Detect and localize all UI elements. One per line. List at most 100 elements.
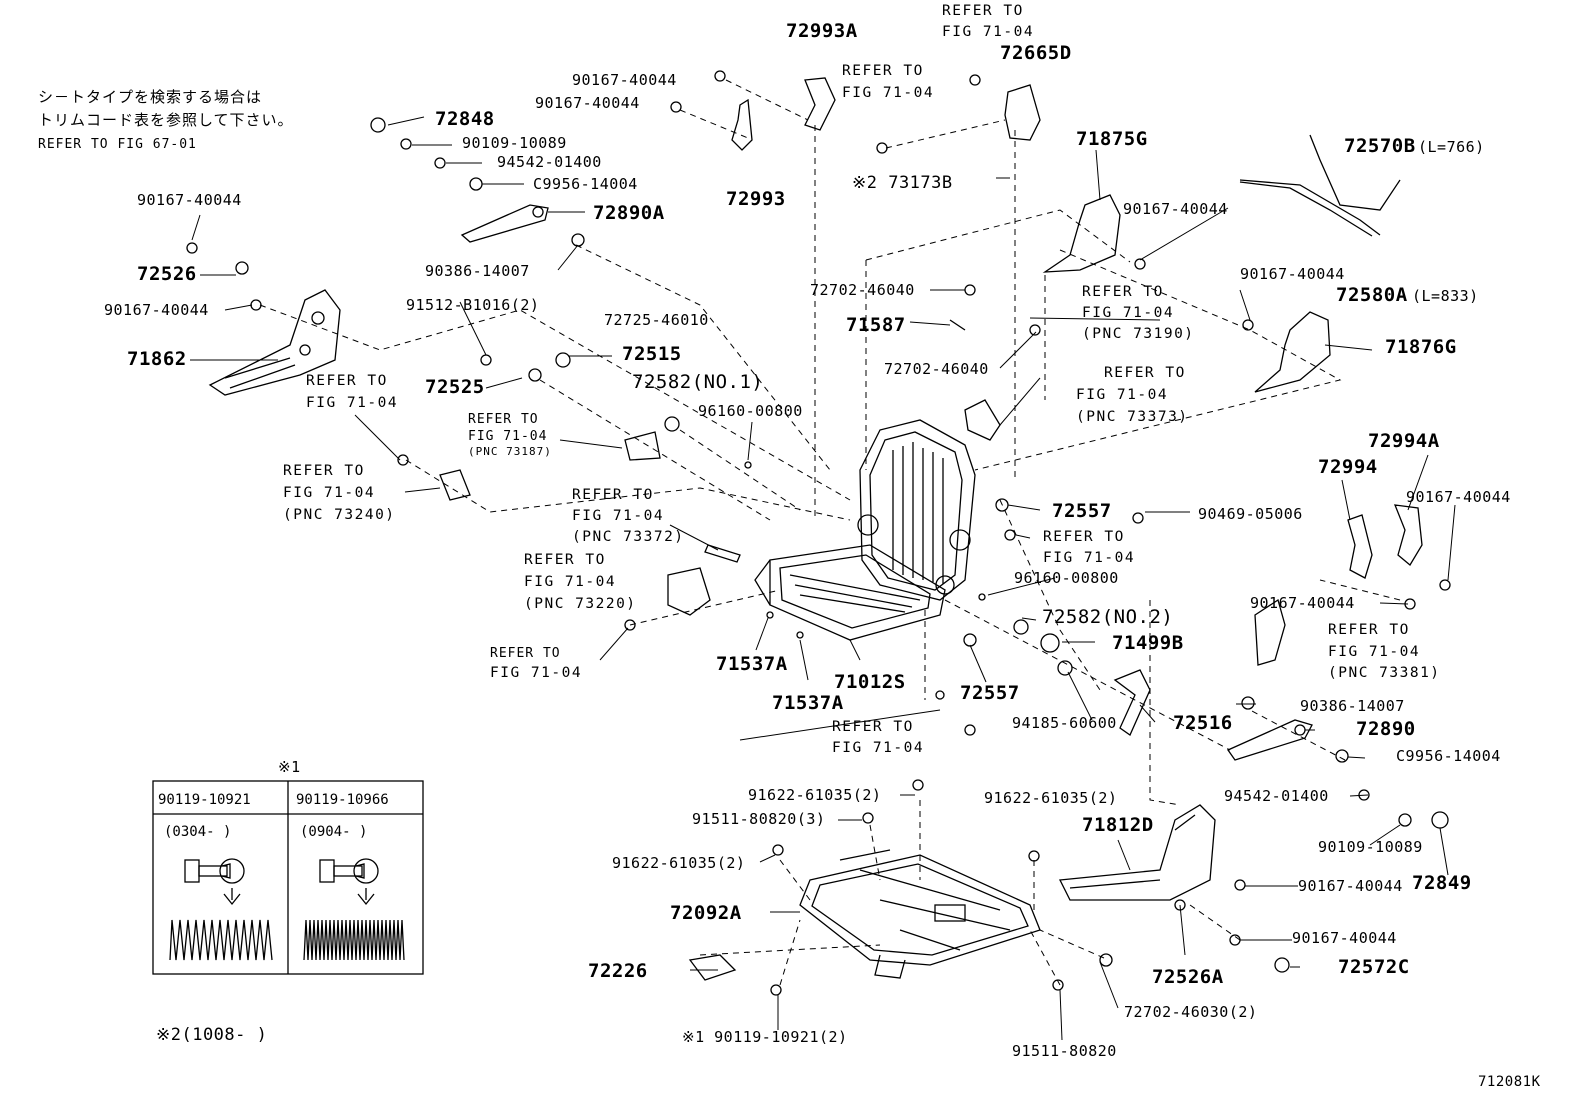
refer-label[interactable]: (PNC 73240)	[283, 507, 396, 523]
part-label[interactable]: 72580A	[1336, 284, 1408, 306]
refer-label[interactable]: REFER TO	[524, 552, 606, 568]
part-label[interactable]: 72890	[1356, 718, 1416, 740]
refer-label[interactable]: FIG 71-04	[490, 665, 583, 681]
part-label[interactable]: 94542-01400	[497, 153, 602, 171]
part-label[interactable]: 72516	[1173, 712, 1233, 734]
part-label[interactable]: 90386-14007	[1300, 697, 1405, 715]
part-label[interactable]: 71875G	[1076, 128, 1148, 150]
part-label[interactable]: 90167-40044	[1240, 265, 1345, 283]
part-label[interactable]: ※2 73173B	[852, 173, 953, 193]
part-label[interactable]: 90167-40044	[1298, 877, 1403, 895]
part-label[interactable]: 72582(NO.1)	[632, 371, 764, 393]
part-label[interactable]: 90167-40044	[1292, 929, 1397, 947]
part-label[interactable]: 91512-B1016(2)	[406, 296, 540, 314]
refer-label[interactable]: REFER TO	[306, 373, 388, 389]
part-label[interactable]: 90167-40044	[1250, 594, 1355, 612]
part-label[interactable]: 71587	[846, 314, 906, 336]
part-label[interactable]: 72725-46010	[604, 311, 709, 329]
refer-label[interactable]: REFER TO	[490, 646, 561, 661]
part-label[interactable]: C9956-14004	[533, 175, 638, 193]
refer-label[interactable]: FIG 71-04	[1082, 305, 1175, 321]
refer-label[interactable]: (PNC 73187)	[468, 445, 552, 458]
refer-label[interactable]: REFER TO	[1104, 365, 1186, 381]
part-label[interactable]: 71876G	[1385, 336, 1457, 358]
part-label[interactable]: 90167-40044	[137, 191, 242, 209]
refer-label[interactable]: FIG 71-04	[524, 574, 617, 590]
refer-label[interactable]: REFER TO	[942, 3, 1024, 19]
part-label[interactable]: 72702-46040	[810, 281, 915, 299]
refer-label[interactable]: REFER TO	[842, 63, 924, 79]
part-label[interactable]: 72849	[1412, 872, 1472, 894]
part-label[interactable]: 90386-14007	[425, 262, 530, 280]
refer-label[interactable]: REFER TO	[572, 487, 654, 503]
part-label[interactable]: 91511-80820	[1012, 1042, 1117, 1060]
part-label[interactable]: 72993A	[786, 20, 858, 42]
part-label[interactable]: 72525	[425, 376, 485, 398]
part-label[interactable]: 91622-61035(2)	[984, 789, 1118, 807]
refer-label[interactable]: (PNC 73190)	[1082, 326, 1195, 342]
part-label[interactable]: 71862	[127, 348, 187, 370]
refer-label[interactable]: (PNC 73373)	[1076, 409, 1189, 425]
refer-label[interactable]: FIG 71-04	[842, 85, 935, 101]
part-label[interactable]: 71537A	[772, 692, 844, 714]
refer-label[interactable]: REFER TO	[1082, 284, 1164, 300]
part-label[interactable]: 72994A	[1368, 430, 1440, 452]
refer-label[interactable]: REFER TO	[468, 412, 539, 427]
part-label[interactable]: 91511-80820(3)	[692, 810, 826, 828]
part-label[interactable]: 90469-05006	[1198, 505, 1303, 523]
refer-label[interactable]: FIG 71-04	[942, 24, 1035, 40]
part-label[interactable]: 90167-40044	[572, 71, 677, 89]
refer-label[interactable]: REFER TO	[1328, 622, 1410, 638]
refer-label[interactable]: REFER TO	[832, 719, 914, 735]
part-label[interactable]: 72702-46030(2)	[1124, 1003, 1258, 1021]
refer-label[interactable]: FIG 71-04	[306, 395, 399, 411]
part-label[interactable]: 72702-46040	[884, 360, 989, 378]
part-label[interactable]: 72993	[726, 188, 786, 210]
part-label[interactable]: 72557	[1052, 500, 1112, 522]
refer-label[interactable]: FIG 71-04	[1043, 550, 1136, 566]
part-label[interactable]: C9956-14004	[1396, 747, 1501, 765]
part-label[interactable]: 72665D	[1000, 42, 1072, 64]
part-label[interactable]: 72582(NO.2)	[1042, 606, 1174, 628]
part-label[interactable]: 90167-40044	[535, 94, 640, 112]
part-label[interactable]: 72526	[137, 263, 197, 285]
part-label[interactable]: 72570B	[1344, 135, 1416, 157]
refer-label[interactable]: FIG 71-04	[572, 508, 665, 524]
part-label[interactable]: 72557	[960, 682, 1020, 704]
refer-label[interactable]: FIG 71-04	[1328, 644, 1421, 660]
part-label[interactable]: 72848	[435, 108, 495, 130]
refer-label[interactable]: REFER TO	[1043, 529, 1125, 545]
part-label[interactable]: 71012S	[834, 671, 906, 693]
part-label[interactable]: 96160-00800	[698, 402, 803, 420]
refer-label[interactable]: FIG 71-04	[832, 740, 925, 756]
refer-label[interactable]: REFER TO	[283, 463, 365, 479]
part-label[interactable]: 90167-40044	[104, 301, 209, 319]
part-label[interactable]: 72572C	[1338, 956, 1410, 978]
part-label[interactable]: 96160-00800	[1014, 569, 1119, 587]
part-label[interactable]: 72526A	[1152, 966, 1224, 988]
part-label[interactable]: 72890A	[593, 202, 665, 224]
part-label[interactable]: 94542-01400	[1224, 787, 1329, 805]
refer-label[interactable]: (PNC 73381)	[1328, 665, 1441, 681]
part-label[interactable]: 71812D	[1082, 814, 1154, 836]
refer-label[interactable]: FIG 71-04	[1076, 387, 1169, 403]
part-label[interactable]: 91622-61035(2)	[612, 854, 746, 872]
part-label[interactable]: 72092A	[670, 902, 742, 924]
refer-label[interactable]: FIG 71-04	[283, 485, 376, 501]
part-label[interactable]: 90167-40044	[1406, 488, 1511, 506]
part-label[interactable]: 90167-40044	[1123, 200, 1228, 218]
part-label[interactable]: ※1 90119-10921(2)	[682, 1028, 848, 1046]
part-label[interactable]: 71537A	[716, 653, 788, 675]
part-label[interactable]: 94185-60600	[1012, 714, 1117, 732]
part-label[interactable]: 90109-10089	[1318, 838, 1423, 856]
refer-label[interactable]: FIG 71-04	[468, 429, 548, 444]
part-label[interactable]: 72226	[588, 960, 648, 982]
part-label[interactable]: 91622-61035(2)	[748, 786, 882, 804]
part-label[interactable]: 72994	[1318, 456, 1378, 478]
part-label[interactable]: 90109-10089	[462, 134, 567, 152]
lever-72890A	[460, 204, 549, 243]
part-label[interactable]: 71499B	[1112, 632, 1184, 654]
part-label[interactable]: 72515	[622, 343, 682, 365]
refer-label[interactable]: (PNC 73372)	[572, 529, 685, 545]
refer-label[interactable]: (PNC 73220)	[524, 596, 637, 612]
